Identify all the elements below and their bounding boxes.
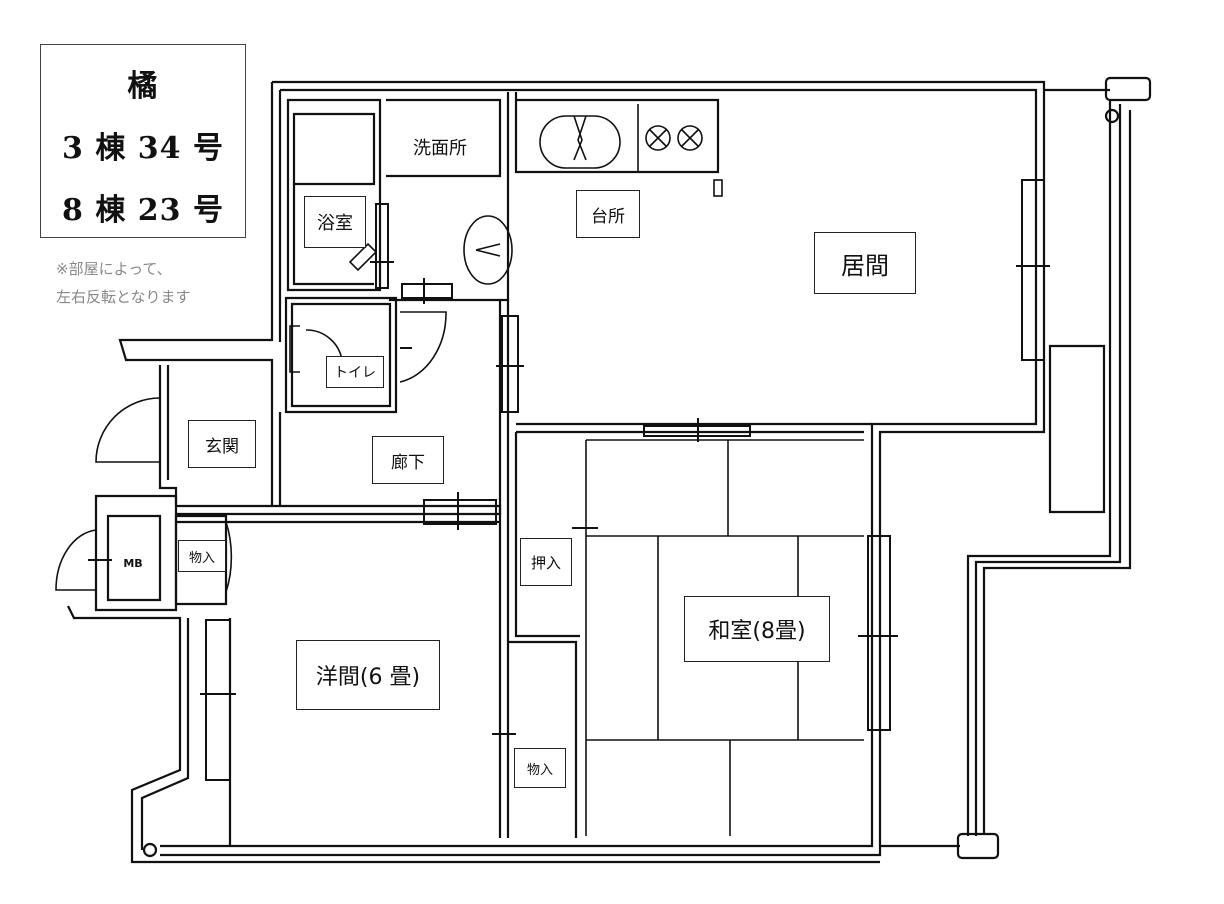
balcony bbox=[142, 76, 1152, 860]
room-label-living: 居間 bbox=[814, 232, 916, 294]
room-label-toilet: トイレ bbox=[326, 356, 384, 388]
tatami-grid bbox=[585, 439, 864, 836]
room-label-hallway: 廊下 bbox=[372, 436, 444, 484]
outer-wall bbox=[67, 80, 1046, 864]
note-line-2: 左右反転となります bbox=[56, 288, 191, 306]
note-line-1: ※部屋によって、 bbox=[56, 260, 172, 278]
room-label-bath: 浴室 bbox=[304, 196, 366, 248]
room-label-japanese-room: 和室(8畳) bbox=[684, 596, 830, 662]
room-label-storage-western: 物入 bbox=[514, 748, 566, 788]
interior-walls bbox=[176, 300, 872, 838]
building-number-2: 8 棟 23 号 bbox=[62, 193, 224, 228]
building-number-1: 3 棟 34 号 bbox=[62, 131, 224, 166]
room-label-mb: MB bbox=[114, 550, 152, 576]
room-label-kitchen: 台所 bbox=[576, 190, 640, 238]
building-title-box: 橘 3 棟 34 号 8 棟 23 号 bbox=[40, 44, 246, 238]
room-label-storage-entry: 物入 bbox=[178, 540, 226, 572]
room-label-western-room: 洋間(6 畳) bbox=[296, 640, 440, 710]
room-label-washroom: 洗面所 bbox=[392, 122, 488, 172]
mb-area-walls bbox=[94, 494, 228, 612]
complex-name: 橘 bbox=[127, 69, 159, 104]
room-label-closet: 押入 bbox=[520, 538, 572, 586]
room-label-entrance: 玄関 bbox=[188, 420, 256, 468]
wet-area-walls bbox=[284, 92, 720, 414]
fixtures bbox=[289, 104, 723, 373]
windows bbox=[88, 179, 1050, 781]
door-swings bbox=[55, 311, 447, 593]
